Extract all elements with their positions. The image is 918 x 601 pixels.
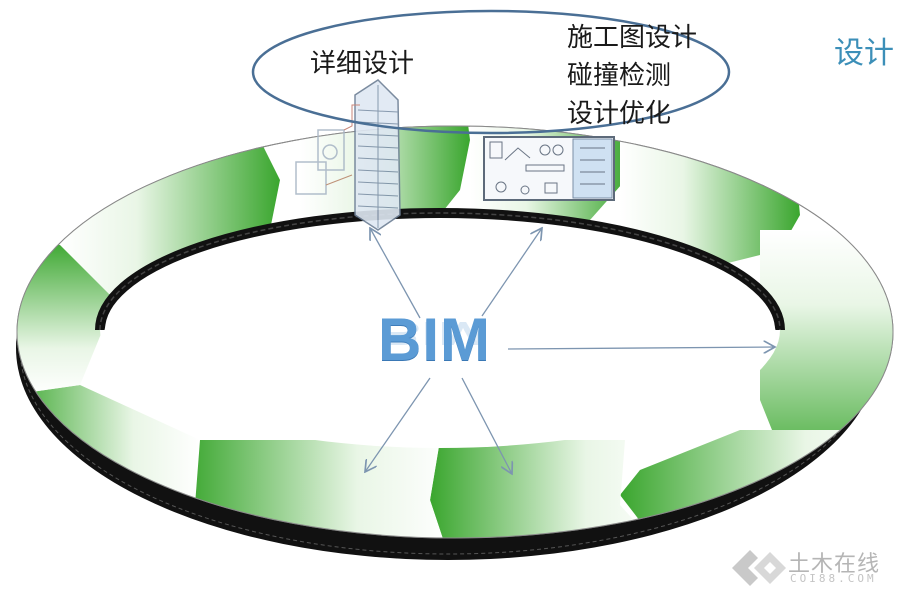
arrow-up-right	[481, 228, 542, 317]
watermark-subtext: COI88.COM	[790, 572, 877, 585]
bim-arrows	[365, 228, 775, 474]
arrow-right	[507, 347, 775, 349]
bim-center-label: BIM	[378, 306, 491, 373]
arrow-down-right	[461, 377, 512, 474]
design-optimization-label: 设计优化	[567, 99, 672, 129]
clash-detection-label: 碰撞检测	[567, 61, 672, 91]
watermark-logo-icon	[732, 550, 786, 586]
detail-design-label: 详细设计	[310, 49, 415, 79]
floor-plan-illustration	[483, 136, 615, 201]
arrow-down-left	[365, 377, 431, 472]
watermark-text: 土木在线	[788, 552, 881, 577]
construction-drawing-label: 施工图设计	[567, 23, 698, 53]
design-phase-title: 设计	[834, 36, 894, 71]
bim-reflection: BIM	[378, 314, 488, 352]
building-illustration	[295, 79, 401, 231]
arrow-up-left	[370, 228, 421, 319]
bubble-outline	[251, 9, 731, 135]
ring-hole	[104, 224, 776, 448]
